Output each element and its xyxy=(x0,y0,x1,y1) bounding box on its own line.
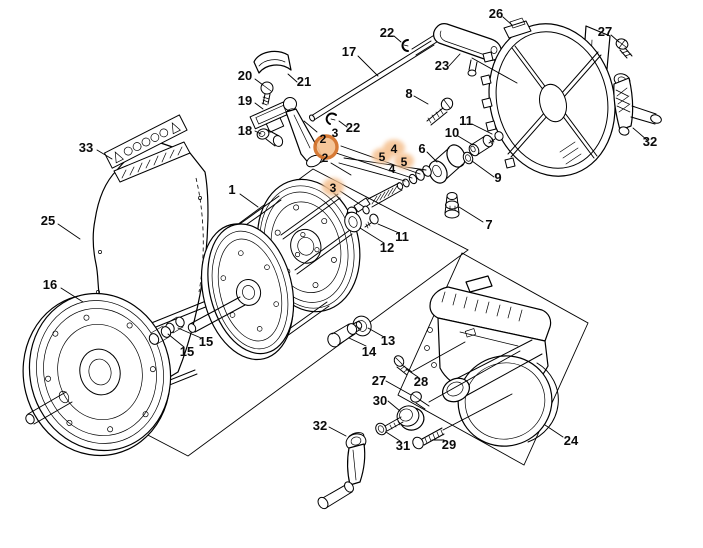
callout-33[interactable]: 33 xyxy=(79,140,93,155)
screw-8-drawing xyxy=(426,97,454,126)
screw-11-bottom-drawing xyxy=(364,213,379,229)
screw-28-drawing xyxy=(393,355,413,376)
callout-24[interactable]: 24 xyxy=(564,433,579,448)
e-clip-22-top xyxy=(401,39,409,52)
bolt-31-drawing xyxy=(375,416,404,436)
shift-lever-drawing xyxy=(283,97,325,168)
callout-3-hl[interactable]: 3 xyxy=(330,181,337,195)
callout-4-hl[interactable]: 4 xyxy=(391,142,398,156)
callout-29[interactable]: 29 xyxy=(442,437,456,452)
safety-label-sticker xyxy=(103,114,188,169)
callout-9[interactable]: 9 xyxy=(494,170,501,185)
washer-row-drawing xyxy=(396,165,432,190)
callout-21[interactable]: 21 xyxy=(297,74,311,89)
callout-5-hl[interactable]: 5 xyxy=(379,150,386,164)
callout-11-bottom[interactable]: 11 xyxy=(395,229,409,244)
bushing-30-drawing xyxy=(396,405,425,431)
callout-22-mid[interactable]: 22 xyxy=(346,120,360,135)
screw-27-bottom-drawing xyxy=(410,391,430,410)
callout-1[interactable]: 1 xyxy=(228,182,235,197)
callout-15-a[interactable]: 15 xyxy=(180,344,194,359)
callout-14[interactable]: 14 xyxy=(362,344,377,359)
callout-16[interactable]: 16 xyxy=(43,277,57,292)
highlight-ring xyxy=(313,134,339,160)
reel-cage-rods xyxy=(119,193,353,405)
clamp-21-drawing xyxy=(253,50,292,74)
elbow-18-drawing xyxy=(256,128,284,147)
callout-2-below[interactable]: 2 xyxy=(322,151,329,165)
callout-11-top[interactable]: 11 xyxy=(459,113,473,128)
callout-32-right[interactable]: 32 xyxy=(643,134,657,149)
reel-disc-front-drawing xyxy=(200,223,295,361)
nozzle-14-drawing xyxy=(327,320,363,348)
starter-housing-drawing xyxy=(424,275,559,447)
screw-27-top-drawing xyxy=(615,38,633,59)
callout-17[interactable]: 17 xyxy=(342,44,356,59)
callout-4[interactable]: 4 xyxy=(389,162,396,176)
callout-32-left[interactable]: 32 xyxy=(313,418,327,433)
crank-left-drawing xyxy=(317,432,367,510)
washer-9-drawing xyxy=(462,151,474,165)
screw-20-drawing xyxy=(260,81,274,106)
callout-5-hl2[interactable]: 5 xyxy=(401,155,408,169)
plug-7-drawing xyxy=(444,192,460,219)
screw-29-drawing xyxy=(412,427,445,450)
callout-labels: 33 25 16 1 20 21 19 18 17 22 23 26 27 32… xyxy=(41,6,657,453)
callout-26[interactable]: 26 xyxy=(489,6,503,21)
callout-18[interactable]: 18 xyxy=(238,123,252,138)
callout-6[interactable]: 6 xyxy=(418,141,425,156)
crank-right-drawing xyxy=(613,73,662,136)
callout-19[interactable]: 19 xyxy=(238,93,252,108)
barrel-6-drawing xyxy=(428,144,466,184)
fan-housing-drawing xyxy=(480,17,616,177)
callout-30[interactable]: 30 xyxy=(373,393,387,408)
part-highlights xyxy=(313,134,414,196)
callout-28[interactable]: 28 xyxy=(414,374,428,389)
callout-8[interactable]: 8 xyxy=(405,86,412,101)
drum-plate-drawing xyxy=(22,292,172,457)
screw-11-top-drawing xyxy=(488,131,504,145)
callout-15-b[interactable]: 15 xyxy=(199,334,213,349)
callout-23-top[interactable]: 23 xyxy=(435,58,449,73)
callout-10[interactable]: 10 xyxy=(445,125,459,140)
callout-7[interactable]: 7 xyxy=(485,217,492,232)
callout-12[interactable]: 12 xyxy=(380,240,394,255)
callout-3-ring[interactable]: 3 xyxy=(332,126,339,140)
callout-25[interactable]: 25 xyxy=(41,213,55,228)
callout-20[interactable]: 20 xyxy=(238,68,252,83)
callout-13[interactable]: 13 xyxy=(381,333,395,348)
e-clip-22-mid xyxy=(325,112,337,125)
callout-2-ring[interactable]: 2 xyxy=(320,132,327,146)
callout-27-bottom[interactable]: 27 xyxy=(372,373,386,388)
callout-27-top[interactable]: 27 xyxy=(598,24,612,39)
callout-22-top[interactable]: 22 xyxy=(380,25,394,40)
barrel-10-drawing xyxy=(468,134,494,157)
grommet-12-drawing xyxy=(344,211,362,233)
axle-and-bushings xyxy=(148,296,246,345)
callout-31[interactable]: 31 xyxy=(396,438,410,453)
